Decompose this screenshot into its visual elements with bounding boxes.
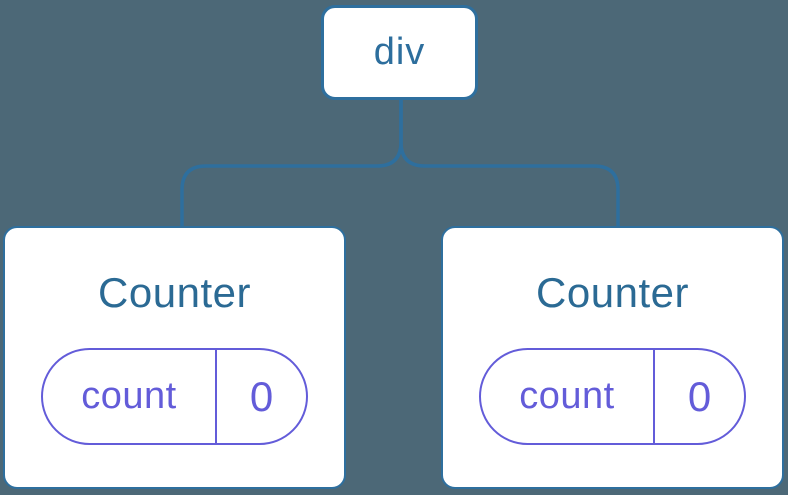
counter-card-right: Counter count 0	[441, 226, 784, 489]
counter-card-left: Counter count 0	[3, 226, 346, 489]
state-key: count	[481, 350, 655, 443]
state-pill: count 0	[479, 348, 746, 445]
tree-node-div: div	[321, 5, 478, 100]
node-label: div	[373, 31, 426, 73]
connector-right-branch	[399, 98, 620, 229]
counter-title: Counter	[536, 269, 689, 316]
counter-title: Counter	[98, 269, 251, 316]
state-key: count	[43, 350, 217, 443]
state-value: 0	[249, 372, 274, 420]
state-value: 0	[687, 372, 712, 420]
connector-left-branch	[180, 98, 403, 229]
state-pill: count 0	[41, 348, 308, 445]
